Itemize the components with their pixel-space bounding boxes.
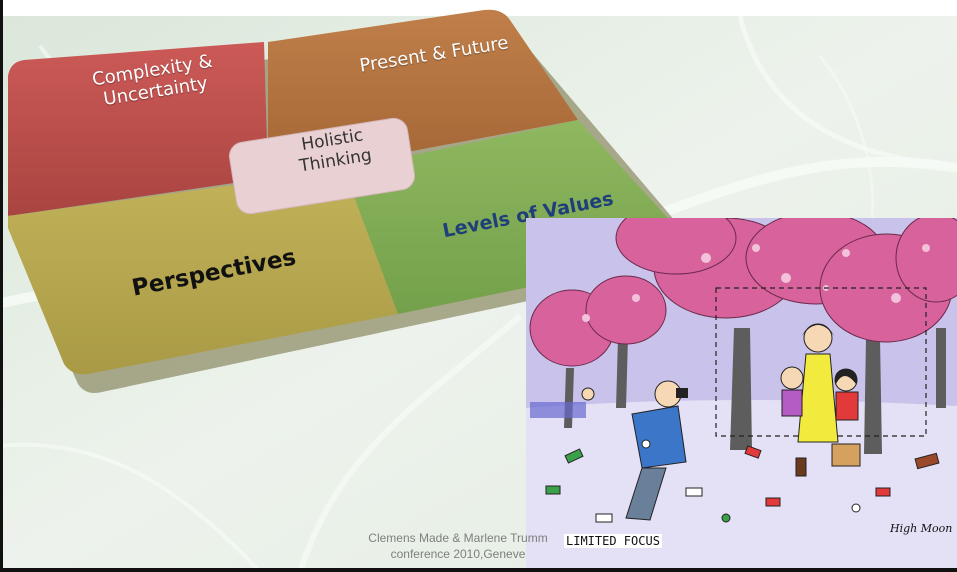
holistic-thinking-matrix: Complexity & Uncertainty Present & Futur… [6,2,706,402]
left-border [0,0,3,572]
footer-line-1: Clemens Made & Marlene Trumm [368,531,548,545]
quadrant-complexity [8,42,268,216]
cartoon-signature: High Moon [890,522,953,535]
footer-line-2: conference 2010,Geneve [390,547,526,561]
slide-footer: Clemens Made & Marlene Trumm conference … [318,530,598,562]
bottom-border [0,568,957,572]
holistic-thinking-center [228,117,416,215]
slide-top-margin [0,0,957,16]
quadrant-perspectives [8,170,398,375]
limited-focus-cartoon: LIMITED FOCUS High Moon [526,218,957,568]
cartoon-illustration [526,218,957,568]
cartoon-caption: LIMITED FOCUS [564,534,662,548]
